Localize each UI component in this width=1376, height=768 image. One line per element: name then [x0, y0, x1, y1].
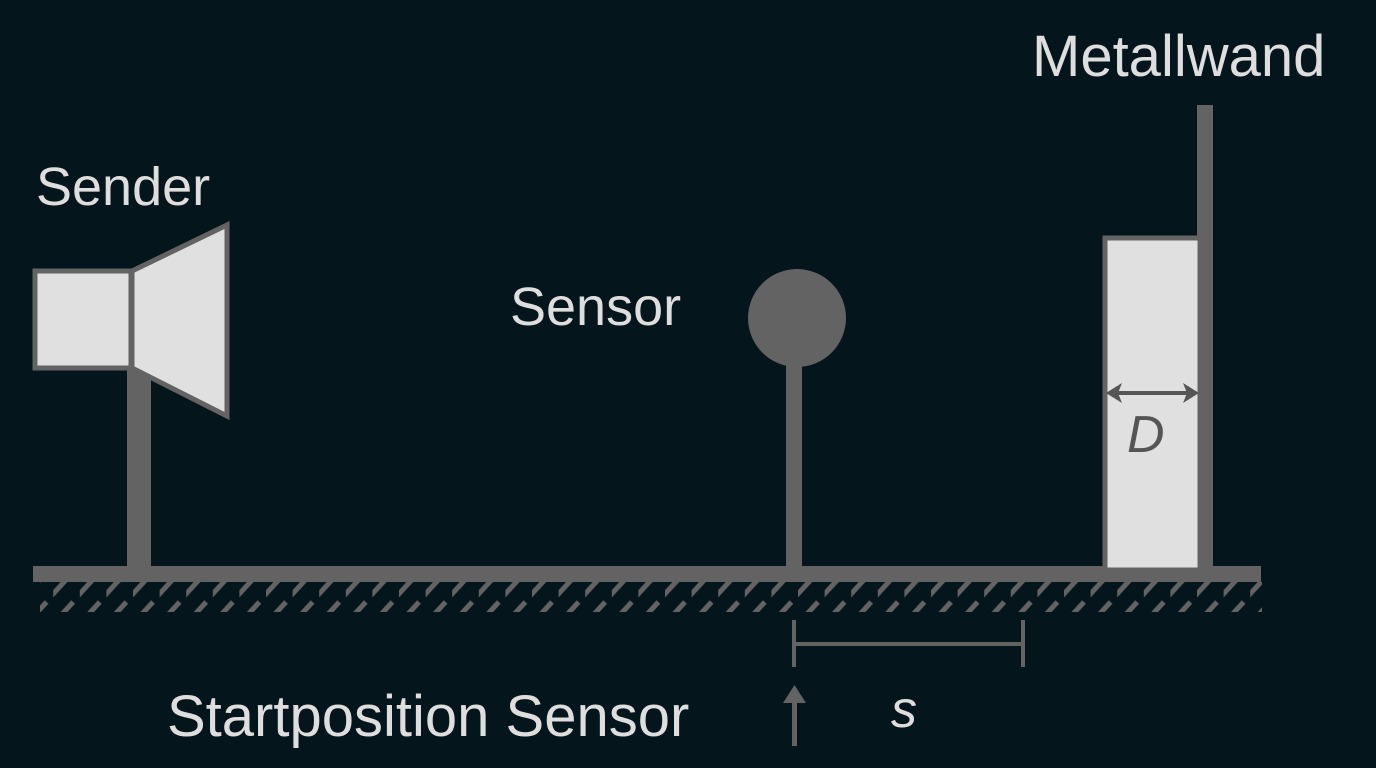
- distance-bracket: [792, 620, 1025, 667]
- sensor-stand: [786, 360, 802, 570]
- sender-label: Sender: [36, 157, 210, 217]
- metal-wall: [1102, 105, 1213, 573]
- ground-hatching: [40, 582, 1262, 612]
- sender-stand: [127, 360, 151, 570]
- sender-speaker-icon: [32, 221, 230, 570]
- absorber-block: [1102, 235, 1203, 573]
- ground: [33, 566, 1262, 612]
- wall-label: Metallwand: [1032, 24, 1325, 89]
- sensor-probe-icon: [748, 269, 846, 570]
- start-position-label: Startposition Sensor: [167, 684, 689, 749]
- distance-label: s: [891, 681, 917, 739]
- start-position-arrow-icon: [783, 685, 806, 746]
- thickness-arrow-icon: [1106, 383, 1199, 403]
- sensor-label: Sensor: [510, 277, 681, 337]
- thickness-label: D: [1127, 406, 1165, 464]
